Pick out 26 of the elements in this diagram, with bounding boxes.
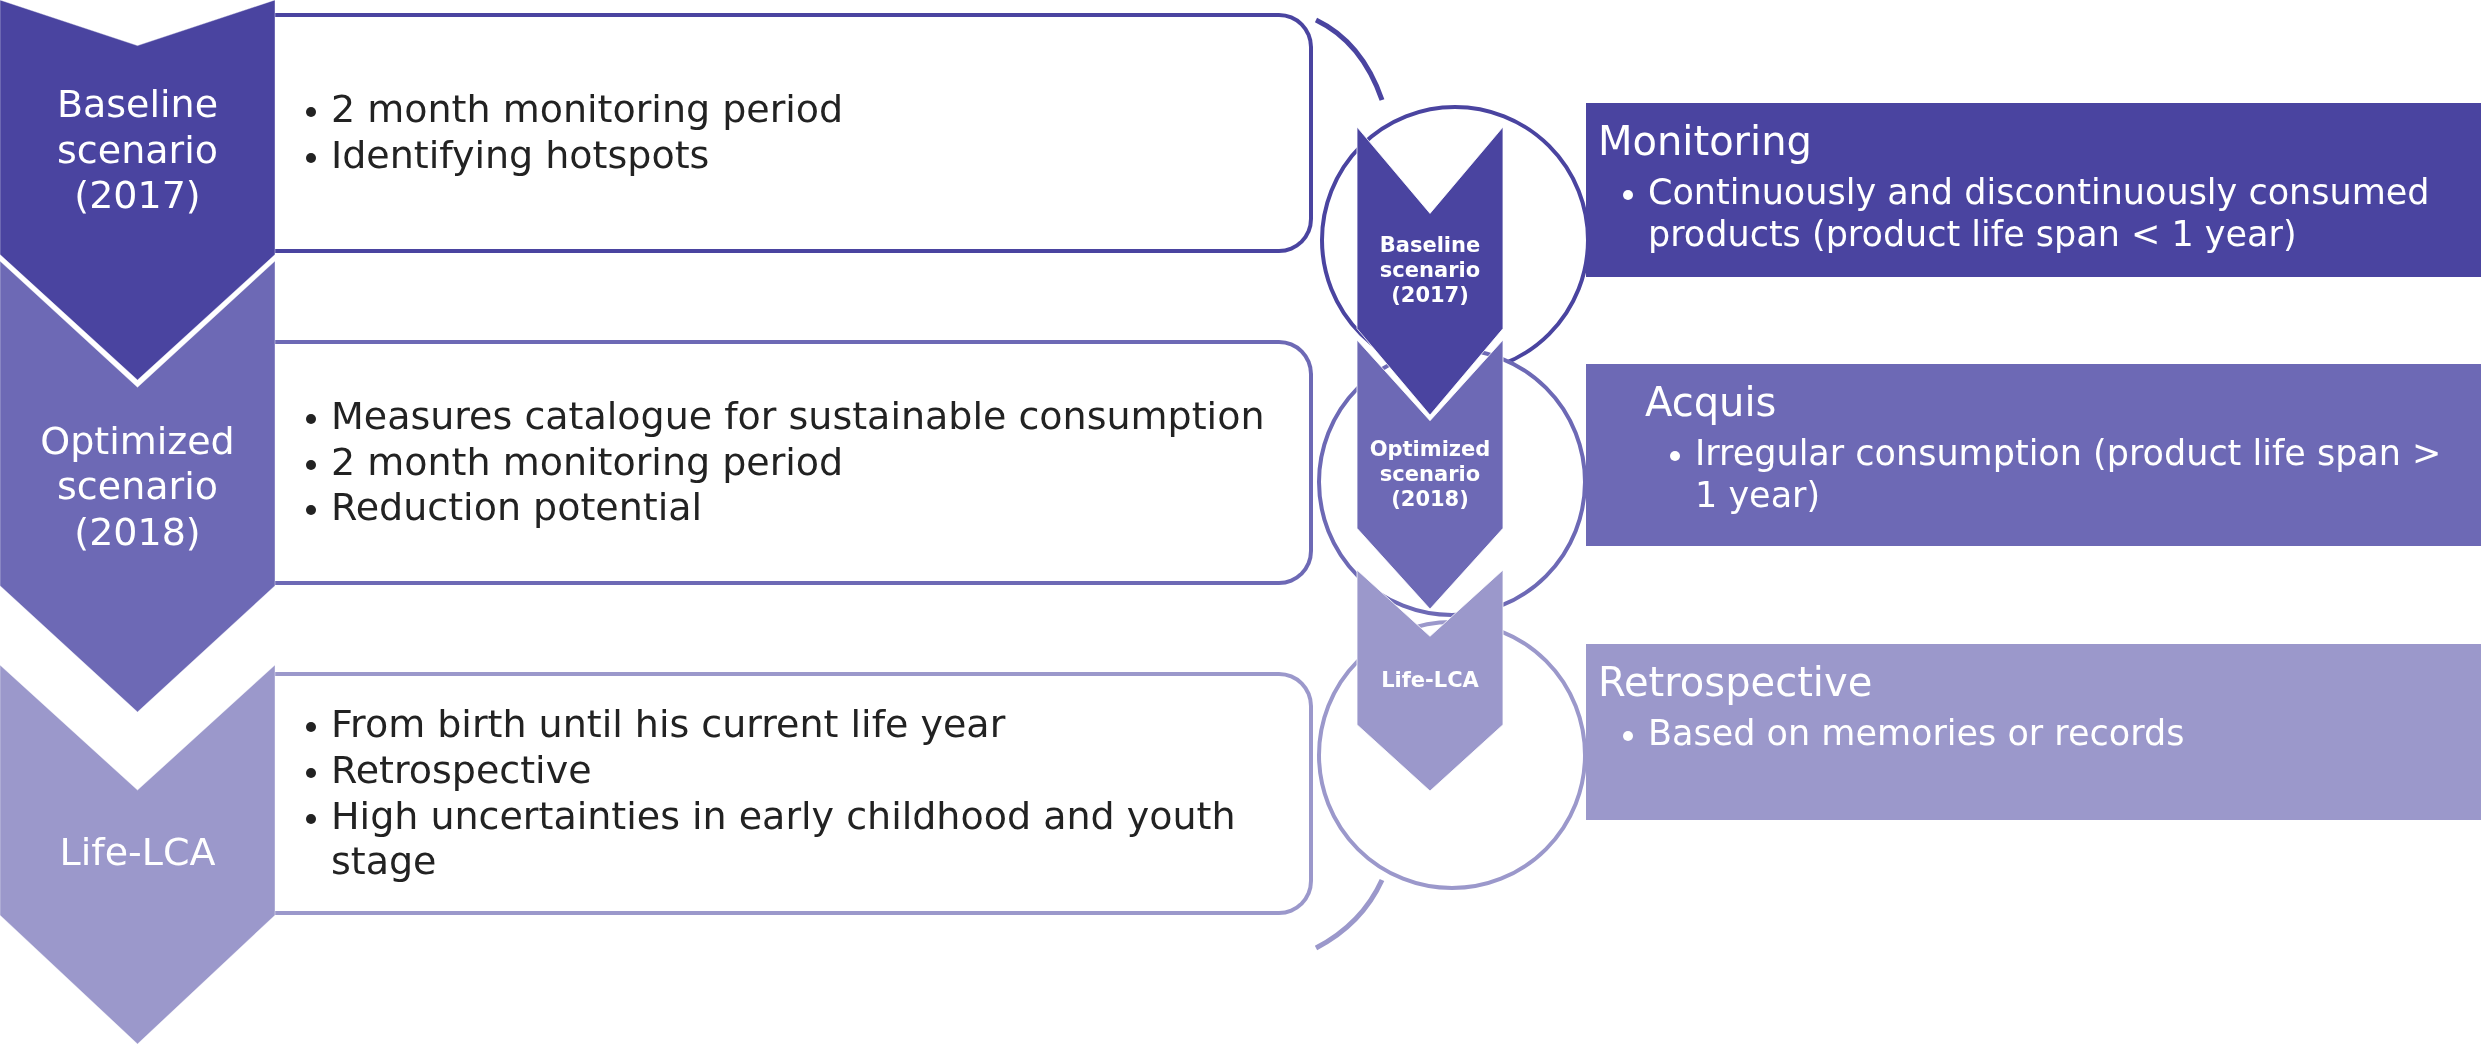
bullet-item: Identifying hotspots <box>331 133 710 179</box>
bullet-item: High uncertainties in early childhood and youth stage <box>331 793 1237 885</box>
chevron-label: Life-LCA <box>1380 667 1480 694</box>
chevron-label: Life-LCA <box>58 829 217 876</box>
chevron-label: Optimized scenario (2018) <box>39 418 236 555</box>
bullet-item: Continuously and discontinuously consumed products (product life span < 1 year) <box>1648 171 2431 255</box>
banner-bar <box>1586 644 2481 820</box>
banner-heading: Retrospective <box>1598 658 1874 706</box>
banner-heading: Acquis <box>1645 378 1778 426</box>
bullet-item: Measures catalogue for sustainable consumption <box>331 394 1265 440</box>
bullet-item: From birth until his current life year <box>331 702 1006 748</box>
text-panel <box>275 13 1313 253</box>
bullet-item: Based on memories or records <box>1648 712 2185 754</box>
bullet-item: Irregular consumption (product life span > 1 year) <box>1695 432 2443 516</box>
bullet-item: Reduction potential <box>331 485 703 531</box>
chevron-label: Baseline scenario (2017) <box>55 81 220 219</box>
banner-bar <box>1586 103 2481 277</box>
chevron-label: Baseline scenario (2017) <box>1378 233 1482 309</box>
bullet-item: 2 month monitoring period <box>331 87 844 133</box>
banner-bar <box>1586 364 2481 546</box>
chevron-label: Optimized scenario (2018) <box>1368 436 1492 513</box>
bullet-item: 2 month monitoring period <box>331 439 844 486</box>
bullet-item: Retrospective <box>331 747 592 794</box>
banner-heading: Monitoring <box>1598 117 1813 165</box>
text-panel <box>275 340 1313 585</box>
text-panel <box>275 672 1313 915</box>
